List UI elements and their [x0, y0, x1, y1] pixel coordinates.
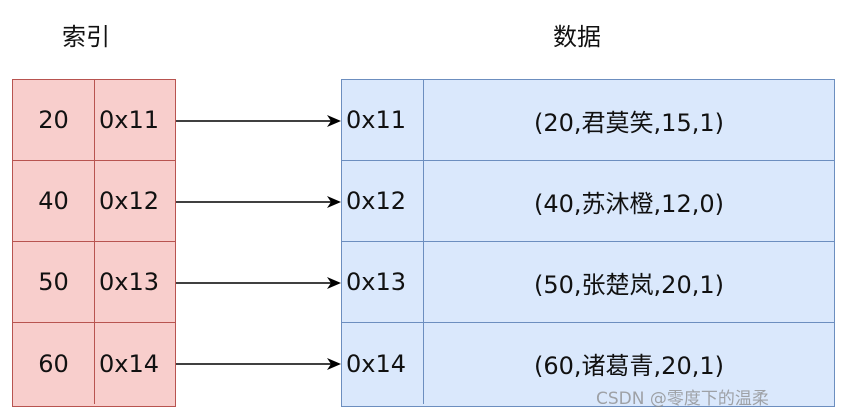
csdn-watermark: CSDN @零度下的温柔	[596, 389, 769, 409]
data-pointer-cell: 0x13	[342, 242, 424, 322]
data-table: 0x11 (20,君莫笑,15,1) 0x12 (40,苏沐橙,12,0) 0x…	[341, 79, 835, 407]
data-value-cell: (40,苏沐橙,12,0)	[534, 189, 724, 218]
data-pointer-cell: 0x12	[342, 161, 424, 241]
data-row: 0x14 (60,诸葛青,20,1)	[342, 323, 834, 404]
index-pointer-cell: 0x14	[99, 349, 160, 378]
data-row: 0x12 (40,苏沐橙,12,0)	[342, 161, 834, 242]
index-row: 50 0x13	[13, 242, 175, 323]
data-value-cell: (60,诸葛青,20,1)	[534, 352, 724, 380]
index-key-cell: 20	[13, 80, 95, 160]
index-table: 20 0x11 40 0x12 50 0x13 60 0x14	[12, 79, 176, 407]
index-key-cell: 50	[13, 242, 95, 322]
index-row: 60 0x14	[13, 323, 175, 404]
data-row: 0x11 (20,君莫笑,15,1)	[342, 80, 834, 161]
index-key-cell: 60	[13, 323, 95, 404]
data-value-cell: (50,张楚岚,20,1)	[534, 270, 724, 299]
data-pointer-cell: 0x11	[342, 80, 424, 160]
data-heading: 数据	[553, 23, 601, 51]
index-pointer-cell: 0x11	[99, 106, 160, 134]
index-key-cell: 40	[13, 161, 95, 241]
data-pointer-cell: 0x14	[342, 323, 424, 404]
index-row: 40 0x12	[13, 161, 175, 242]
index-heading: 索引	[62, 23, 110, 51]
index-pointer-cell: 0x13	[99, 268, 160, 296]
data-row: 0x13 (50,张楚岚,20,1)	[342, 242, 834, 323]
index-pointer-cell: 0x12	[99, 187, 160, 215]
index-row: 20 0x11	[13, 80, 175, 161]
data-value-cell: (20,君莫笑,15,1)	[534, 108, 724, 137]
